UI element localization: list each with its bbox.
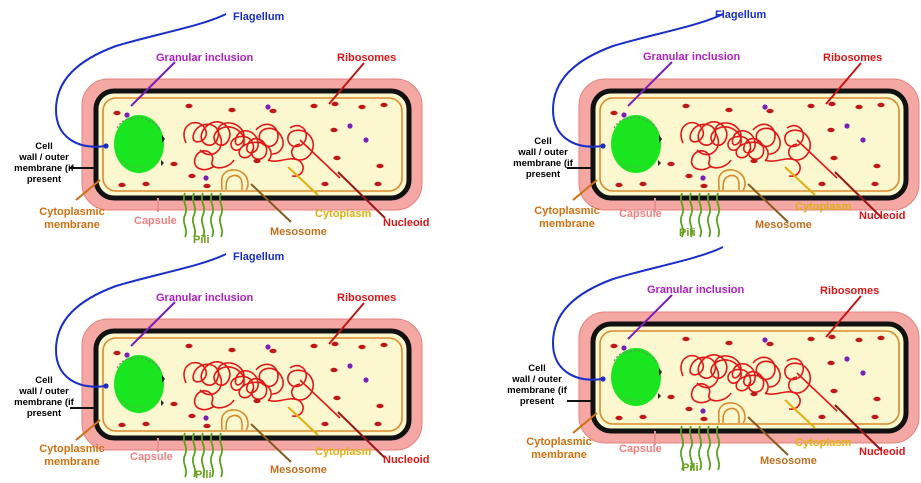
mesosome-label: Mesosome xyxy=(760,455,817,467)
mesosome-label: Mesosome xyxy=(270,226,327,238)
cell-wall-line-2: wall / outer xyxy=(18,152,69,163)
granular-inclusion-label: Granular inclusion xyxy=(156,52,253,64)
cell-diagram xyxy=(56,14,422,237)
nucleoid-label: Nucleoid xyxy=(859,446,905,458)
cell-wall-label: Cell wall / outer membrane (if present xyxy=(513,136,573,180)
cell-wall-line-3: membrane (if xyxy=(513,158,573,169)
cell-wall-line-1: Cell xyxy=(35,375,52,386)
cell-wall-label: Cell wall / outer membrane (if present xyxy=(507,363,567,407)
ribosomes-label: Ribosomes xyxy=(820,285,879,297)
pili-label: Pili xyxy=(679,227,696,239)
granular-inclusion-label: Granular inclusion xyxy=(156,292,253,304)
nucleoid-label: Nucleoid xyxy=(383,454,429,466)
granular-inclusion-label: Granular inclusion xyxy=(647,284,744,296)
cell-diagram xyxy=(553,247,919,470)
cytoplasmic-membrane-label-2: membrane xyxy=(44,456,100,468)
flagellum-label: Flagellum xyxy=(233,251,285,263)
pili-label: Pili xyxy=(193,234,210,246)
panel-bottom-right: Granular inclusion Ribosomes Cell wall /… xyxy=(507,247,919,474)
cell-wall-line-1: Cell xyxy=(528,363,545,374)
capsule-label: Capsule xyxy=(130,451,173,463)
capsule-label: Capsule xyxy=(134,215,177,227)
ribosomes-label: Ribosomes xyxy=(337,292,396,304)
cell-wall-line-4: present xyxy=(520,396,555,407)
panel-top-right: Flagellum Granular inclusion Ribosomes C… xyxy=(513,9,919,239)
pili-label: Pili xyxy=(682,462,699,474)
mesosome-label: Mesosome xyxy=(755,219,812,231)
cytoplasmic-membrane-label-1: Cytoplasmic xyxy=(39,443,104,455)
cytoplasmic-membrane-label-1: Cytoplasmic xyxy=(534,205,599,217)
mesosome-label: Mesosome xyxy=(270,464,327,476)
cytoplasmic-membrane-label-2: membrane xyxy=(531,449,587,461)
cytoplasm-label: Cytoplasm xyxy=(795,201,851,213)
capsule-label: Capsule xyxy=(619,208,662,220)
cell-diagram xyxy=(56,254,422,477)
cell-wall-label: Cell wall / outer membrane (if present xyxy=(14,141,74,185)
cytoplasmic-membrane-label-1: Cytoplasmic xyxy=(39,206,104,218)
cytoplasm-label: Cytoplasm xyxy=(315,446,371,458)
ribosomes-label: Ribosomes xyxy=(337,52,396,64)
cell-wall-label: Cell wall / outer membrane (if present xyxy=(14,375,74,419)
cytoplasmic-membrane-label-2: membrane xyxy=(539,218,595,230)
cell-wall-line-4: present xyxy=(526,169,561,180)
capsule-label: Capsule xyxy=(619,443,662,455)
cell-wall-line-4: present xyxy=(27,174,62,185)
ribosomes-label: Ribosomes xyxy=(823,52,882,64)
cell-wall-line-2: wall / outer xyxy=(18,386,69,397)
flagellum-label: Flagellum xyxy=(233,11,285,23)
nucleoid-label: Nucleoid xyxy=(859,210,905,222)
nucleoid-label: Nucleoid xyxy=(383,217,429,229)
cytoplasmic-membrane-label-2: membrane xyxy=(44,219,100,231)
cell-wall-line-1: Cell xyxy=(35,141,52,152)
pili-label: Pili xyxy=(195,469,212,481)
cell-wall-line-3: membrane (if xyxy=(507,385,567,396)
cell-diagram xyxy=(553,14,919,237)
cell-wall-line-3: membrane (if xyxy=(14,397,74,408)
cell-wall-line-4: present xyxy=(27,408,62,419)
cell-wall-line-2: wall / outer xyxy=(517,147,568,158)
flagellum-label: Flagellum xyxy=(715,9,767,21)
cytoplasmic-membrane-label-1: Cytoplasmic xyxy=(526,436,591,448)
granular-inclusion-label: Granular inclusion xyxy=(643,51,740,63)
cytoplasm-label: Cytoplasm xyxy=(315,208,371,220)
cell-wall-line-3: membrane (if xyxy=(14,163,74,174)
cell-wall-line-1: Cell xyxy=(534,136,551,147)
cytoplasm-label: Cytoplasm xyxy=(795,437,851,449)
panel-bottom-left: Flagellum Granular inclusion Ribosomes C… xyxy=(14,251,429,481)
cell-wall-line-2: wall / outer xyxy=(511,374,562,385)
panel-top-left: Flagellum Granular inclusion Ribosomes C… xyxy=(14,11,429,246)
